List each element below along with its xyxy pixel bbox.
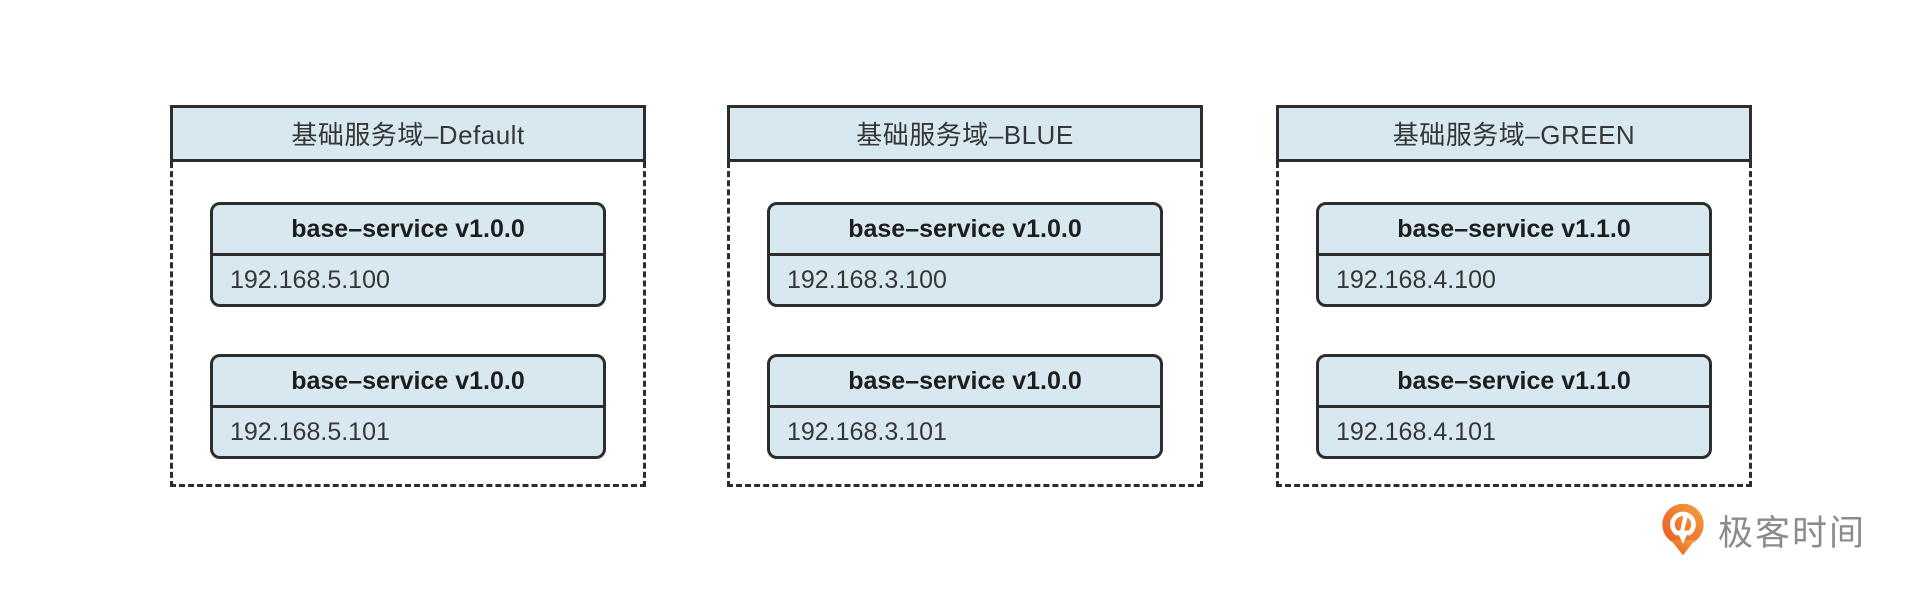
domain-body: base–service v1.0.0 192.168.3.100 base–s… xyxy=(727,162,1203,487)
service-name-label: base–service v1.0.0 xyxy=(770,357,1160,408)
domain-green: 基础服务域–GREEN base–service v1.1.0 192.168.… xyxy=(1276,105,1752,487)
service-instance-box: base–service v1.0.0 192.168.5.100 xyxy=(210,202,606,307)
geektime-logo-text: 极客时间 xyxy=(1718,513,1867,553)
domain-header: 基础服务域–Default xyxy=(170,105,646,162)
service-ip-label: 192.168.5.100 xyxy=(230,265,390,294)
service-name-label: base–service v1.0.0 xyxy=(213,357,603,408)
geektime-logo-icon xyxy=(1660,502,1706,558)
service-ip-label: 192.168.3.100 xyxy=(787,265,947,294)
service-ip-label: 192.168.3.101 xyxy=(787,417,947,446)
service-name-label: base–service v1.0.0 xyxy=(213,205,603,256)
service-name-label: base–service v1.1.0 xyxy=(1319,357,1709,408)
service-ip-label: 192.168.4.100 xyxy=(1336,265,1496,294)
geektime-logo: 极客时间 xyxy=(1660,502,1866,558)
service-instance-box: base–service v1.1.0 192.168.4.100 xyxy=(1316,202,1712,307)
service-ip-label: 192.168.5.101 xyxy=(230,417,390,446)
domain-default: 基础服务域–Default base–service v1.0.0 192.16… xyxy=(170,105,646,487)
domain-title: 基础服务域–BLUE xyxy=(856,120,1074,150)
service-name-label: base–service v1.0.0 xyxy=(770,205,1160,256)
domain-body: base–service v1.0.0 192.168.5.100 base–s… xyxy=(170,162,646,487)
service-instance-box: base–service v1.0.0 192.168.3.100 xyxy=(767,202,1163,307)
service-instance-box: base–service v1.1.0 192.168.4.101 xyxy=(1316,354,1712,459)
service-instance-box: base–service v1.0.0 192.168.3.101 xyxy=(767,354,1163,459)
domain-title: 基础服务域–Default xyxy=(291,120,525,150)
service-ip-label: 192.168.4.101 xyxy=(1336,417,1496,446)
service-name-label: base–service v1.1.0 xyxy=(1319,205,1709,256)
service-instance-box: base–service v1.0.0 192.168.5.101 xyxy=(210,354,606,459)
domain-blue: 基础服务域–BLUE base–service v1.0.0 192.168.3… xyxy=(727,105,1203,487)
domain-header: 基础服务域–GREEN xyxy=(1276,105,1752,162)
domain-header: 基础服务域–BLUE xyxy=(727,105,1203,162)
domain-body: base–service v1.1.0 192.168.4.100 base–s… xyxy=(1276,162,1752,487)
domain-title: 基础服务域–GREEN xyxy=(1392,120,1636,150)
